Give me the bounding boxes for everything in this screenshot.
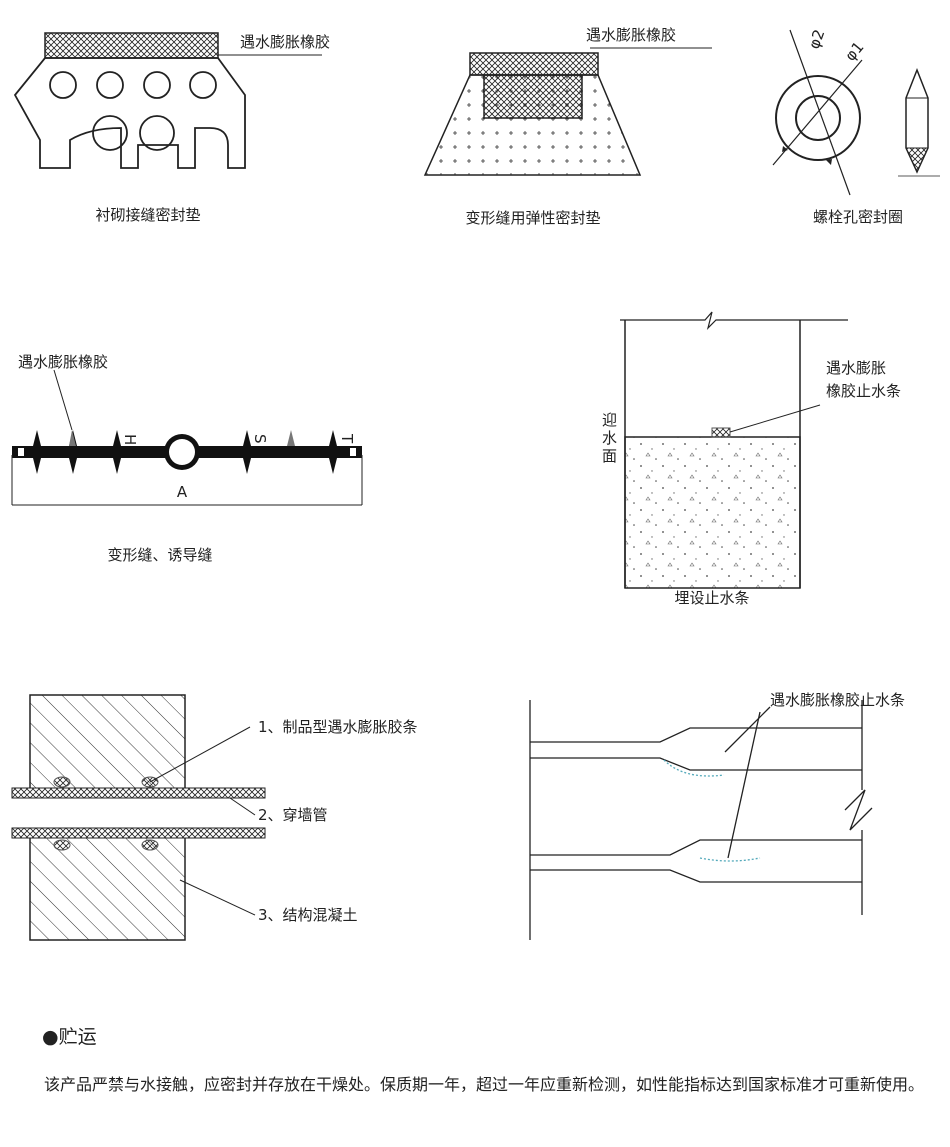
deformation-gasket-drawing: 遇水膨胀橡胶 变形缝用弹性密封垫 [423, 26, 712, 227]
phi1-label: φ1 [841, 38, 867, 64]
lining-joint-gasket-drawing: 遇水膨胀橡胶 衬砌接缝密封垫 [13, 32, 330, 224]
embedded-strip-drawing: 遇水膨胀 橡胶止水条 迎 水 面 埋设止水条 [602, 311, 901, 607]
storage-heading: ●贮运 [42, 1026, 97, 1048]
a-label: A [177, 483, 188, 501]
phi2-label: φ2 [805, 27, 829, 51]
wall-pipe-item2: 2、穿墙管 [258, 806, 328, 824]
pipe-joint-label: 遇水膨胀橡胶止水条 [770, 691, 905, 709]
bolt-ring-caption: 螺栓孔密封圈 [813, 208, 903, 226]
embedded-label-line1: 遇水膨胀 [826, 359, 886, 377]
waterstop-drawing: 遇水膨胀橡胶 H S T A 变形缝、诱导缝 [11, 353, 363, 564]
wall-pipe-drawing: 1、制品型遇水膨胀胶条 2、穿墙管 3、结构混凝土 [11, 694, 418, 941]
waterstop-label: 遇水膨胀橡胶 [18, 353, 108, 371]
storage-text: 该产品严禁与水接触，应密封并存放在干燥处。保质期一年，超过一年应重新检测，如性能… [44, 1075, 925, 1094]
face-char-1: 迎 [602, 411, 617, 429]
face-char-2: 水 [602, 429, 617, 447]
waterstop-caption: 变形缝、诱导缝 [107, 546, 212, 564]
embedded-label-line2: 橡胶止水条 [826, 382, 901, 400]
t-label: T [338, 433, 356, 444]
deformation-gasket-caption: 变形缝用弹性密封垫 [465, 209, 600, 227]
face-char-3: 面 [602, 447, 617, 465]
h-label: H [121, 434, 139, 445]
lining-caption: 衬砌接缝密封垫 [95, 206, 200, 224]
s-label: S [251, 434, 269, 444]
bolt-hole-ring-drawing: φ2 φ1 螺栓孔密封圈 [772, 27, 940, 226]
deformation-gasket-label: 遇水膨胀橡胶 [586, 26, 676, 44]
lining-label: 遇水膨胀橡胶 [240, 33, 330, 51]
wall-pipe-item3: 3、结构混凝土 [258, 906, 358, 924]
embedded-caption: 埋设止水条 [674, 589, 749, 607]
wall-pipe-item1: 1、制品型遇水膨胀胶条 [258, 718, 418, 736]
pipe-joint-drawing: 遇水膨胀橡胶止水条 [529, 691, 905, 940]
